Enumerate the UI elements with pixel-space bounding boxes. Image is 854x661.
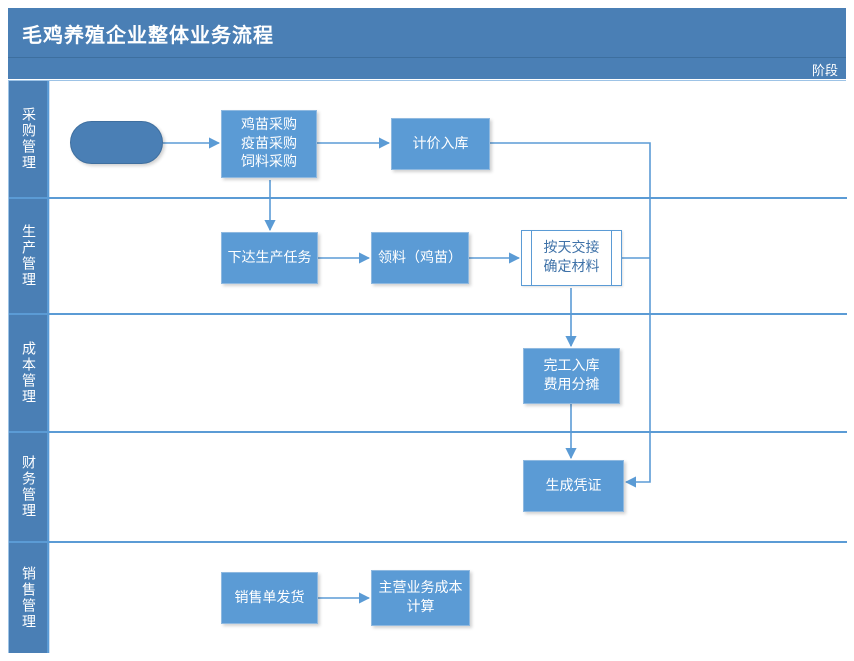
title-bar: 毛鸡养殖企业整体业务流程 xyxy=(8,8,846,57)
lane-label-text: 销售管理 xyxy=(20,566,36,630)
lane-label-text: 成本管理 xyxy=(20,341,36,405)
lane-label-sales: 销售管理 xyxy=(9,543,49,653)
lane-body-cost xyxy=(49,315,847,431)
lane-label-production: 生产管理 xyxy=(9,199,49,313)
lane-cost: 成本管理 xyxy=(9,315,847,433)
node-finish-stock[interactable]: 完工入库 费用分摊 xyxy=(523,348,620,404)
node-start[interactable] xyxy=(70,121,163,164)
node-voucher[interactable]: 生成凭证 xyxy=(523,460,624,512)
node-valuation[interactable]: 计价入库 xyxy=(391,118,490,170)
lane-label-finance: 财务管理 xyxy=(9,433,49,541)
phase-bar: 阶段 xyxy=(8,57,846,79)
lane-label-procurement: 采购管理 xyxy=(9,81,49,197)
node-main-cost[interactable]: 主营业务成本 计算 xyxy=(371,570,470,626)
node-sales-ship[interactable]: 销售单发货 xyxy=(221,572,318,624)
node-prod-task[interactable]: 下达生产任务 xyxy=(221,232,318,284)
lane-body-finance xyxy=(49,433,847,541)
lane-label-text: 财务管理 xyxy=(20,455,36,519)
lane-label-cost: 成本管理 xyxy=(9,315,49,431)
page-title: 毛鸡养殖企业整体业务流程 xyxy=(22,23,274,47)
node-material-req[interactable]: 领料（鸡苗） xyxy=(371,232,469,284)
swimlane-frame: 采购管理 生产管理 成本管理 财务管理 销售管理 xyxy=(8,80,847,653)
node-daily-handoff[interactable]: 按天交接 确定材料 xyxy=(521,230,622,286)
phase-label: 阶段 xyxy=(811,64,838,79)
lane-label-text: 生产管理 xyxy=(20,224,36,288)
node-procurement[interactable]: 鸡苗采购 疫苗采购 饲料采购 xyxy=(221,110,317,178)
lane-procurement: 采购管理 xyxy=(9,81,847,199)
lane-finance: 财务管理 xyxy=(9,433,847,543)
connector-valuation-to-voucher xyxy=(490,142,651,488)
lane-label-text: 采购管理 xyxy=(20,107,36,171)
